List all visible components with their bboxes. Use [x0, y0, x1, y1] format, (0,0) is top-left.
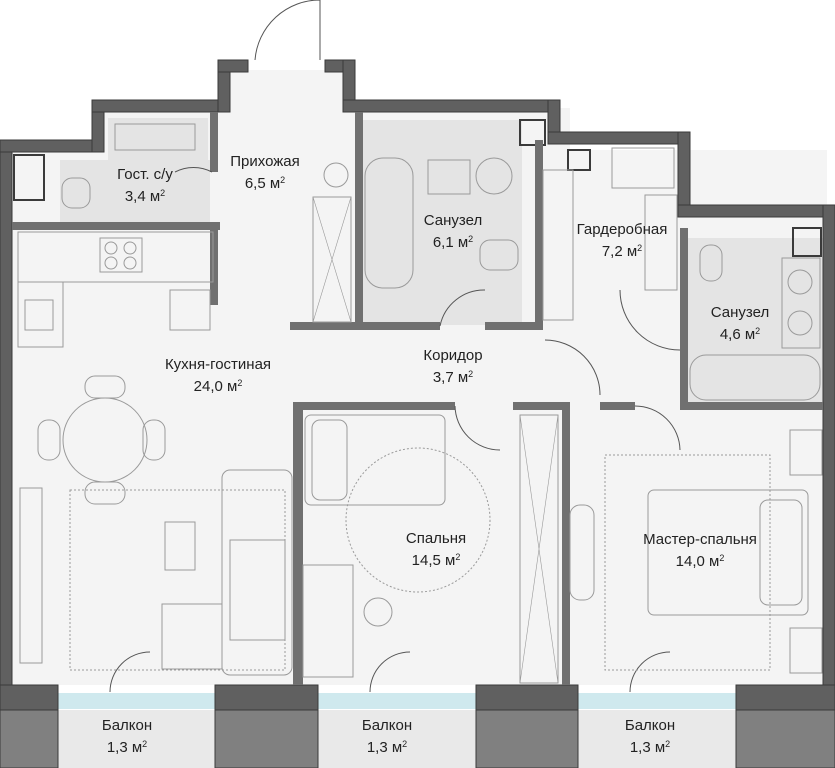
wardrobe-right [644, 194, 678, 291]
room-master-bedroom: Мастер-спальня 14,0 м2 [643, 531, 757, 570]
room-name: Коридор [423, 347, 483, 364]
room-balcony-2: Балкон 1,3 м2 [361, 717, 413, 756]
room-name: Балкон [361, 717, 413, 734]
bedroom-wardrobe [519, 414, 559, 684]
balcony-2-glazing [318, 693, 476, 709]
room-balcony-1: Балкон 1,3 м2 [101, 717, 153, 756]
shafts [13, 119, 822, 257]
room-name: Мастер-спальня [643, 531, 757, 548]
room-area: 4,6 [719, 326, 741, 343]
room-name: Гост. с/у [117, 166, 173, 183]
room-area: 7,2 [601, 243, 623, 260]
guest-toilet [61, 177, 91, 209]
room-bathroom-1: Санузел 6,1 м2 [423, 212, 483, 251]
room-name: Санузел [710, 304, 770, 321]
room-area: 1,3 [106, 739, 128, 756]
wardrobe-left [542, 169, 574, 321]
hall-wardrobe [312, 196, 352, 323]
room-name: Санузел [423, 212, 483, 229]
tiled-areas [60, 118, 826, 410]
room-name: Прихожая [230, 153, 300, 170]
balcony-3-glazing [578, 693, 736, 709]
balcony-1-glazing [58, 693, 215, 709]
room-area: 24,0 [193, 378, 223, 395]
sink [24, 299, 54, 331]
coffee-table [164, 521, 196, 571]
room-balcony-3: Балкон 1,3 м2 [624, 717, 676, 756]
room-area: 14,5 [411, 552, 441, 569]
room-area: 1,3 [366, 739, 388, 756]
room-hallway: Прихожая 6,5 м2 [230, 153, 300, 192]
room-name: Кухня-гостиная [164, 356, 272, 373]
balcony-3-floor [578, 710, 736, 768]
room-area: 3,7 [432, 369, 454, 386]
furniture [17, 123, 823, 684]
room-name: Гардеробная [576, 221, 668, 238]
room-area: 14,0 [675, 553, 705, 570]
room-area: 3,4 [124, 188, 146, 205]
room-bathroom-2: Санузел 4,6 м2 [710, 304, 770, 343]
hob [99, 237, 143, 273]
room-area: 6,1 [432, 234, 454, 251]
bathtub-1 [364, 157, 414, 289]
doors [109, 0, 681, 693]
room-name: Балкон [101, 717, 153, 734]
balcony-1-floor [58, 710, 215, 768]
bathtub-2 [689, 354, 821, 401]
balconies [58, 693, 736, 768]
exterior-walls [0, 59, 835, 768]
balcony-2-floor [318, 710, 476, 768]
room-bedroom: Спальня 14,5 м2 [405, 530, 467, 569]
bed-2 [647, 489, 809, 616]
interior-walls [12, 112, 823, 685]
rug-round [345, 447, 491, 593]
room-name: Балкон [624, 717, 676, 734]
kitchen-counter [17, 231, 214, 283]
kitchen-counter-side [17, 281, 64, 348]
bed-1 [304, 414, 446, 506]
room-name: Спальня [405, 530, 467, 547]
desk [302, 564, 354, 678]
tv-unit [19, 487, 43, 664]
room-area: 1,3 [629, 739, 651, 756]
room-corridor: Коридор 3,7 м2 [423, 347, 483, 386]
room-area: 6,5 [244, 175, 266, 192]
rug-master [604, 454, 771, 671]
sofa [221, 469, 293, 676]
room-guest-wc: Гост. с/у 3,4 м2 [117, 166, 173, 205]
room-kitchen-living: Кухня-гостиная 24,0 м2 [164, 356, 272, 395]
room-wardrobe: Гардеробная 7,2 м2 [576, 221, 668, 260]
